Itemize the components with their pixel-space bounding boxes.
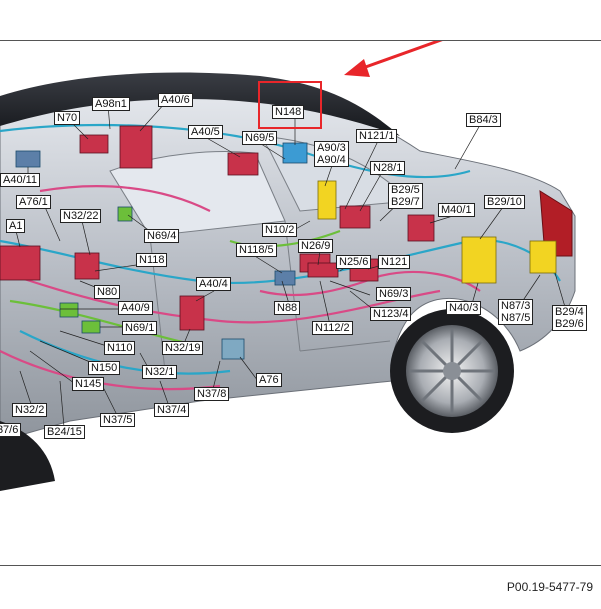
label-n32-22: N32/22	[60, 209, 102, 223]
label-a40-9: A40/9	[118, 301, 153, 315]
label-b24-15: B24/15	[44, 425, 85, 439]
label-n112-2: N112/2	[312, 321, 353, 335]
label-a76: A76	[256, 373, 282, 387]
label-n10-2: N10/2	[262, 223, 298, 237]
label-n40-3: N40/3	[446, 301, 482, 315]
label-b29-5-b29-7: B29/5 B29/7	[388, 183, 423, 209]
label-n37-5: N37/5	[100, 413, 136, 427]
label-a98n1: A98n1	[92, 97, 130, 111]
red-arrow-icon	[344, 41, 443, 77]
label-b29-4: B29/4	[555, 306, 584, 318]
label-b29-10: B29/10	[484, 195, 525, 209]
label-n32-19: N32/19	[162, 341, 204, 355]
label-n87-3-n87-5: N87/3 N87/5	[498, 299, 534, 325]
label-b29-6: B29/6	[555, 318, 584, 330]
label-n69-1: N69/1	[122, 321, 158, 335]
label-n88: N88	[274, 301, 301, 315]
highlight-box	[258, 81, 322, 129]
label-n69-3: N69/3	[376, 287, 412, 301]
label-a40-4: A40/4	[196, 277, 231, 291]
label-n118-5: N118/5	[236, 243, 277, 257]
label-n121: N121	[378, 255, 411, 269]
tail-light	[539, 190, 573, 257]
label-n28-1: N28/1	[370, 161, 406, 175]
label-n110: N110	[104, 341, 136, 355]
label-b29-5: B29/5	[391, 184, 420, 196]
label-a90-3: A90/3	[317, 142, 346, 154]
label-b29-4-b29-6: B29/4 B29/6	[552, 305, 587, 331]
label-b29-7: B29/7	[391, 196, 420, 208]
figure-id: P00.19-5477-79	[506, 580, 593, 594]
label-n150: N150	[88, 361, 121, 375]
car-cutaway-illustration	[0, 72, 576, 491]
label-a40-6: A40/6	[158, 93, 193, 107]
label-a90-4: A90/4	[317, 154, 346, 166]
label-n37-8: N37/8	[194, 387, 230, 401]
label-n123-4: N123/4	[370, 307, 412, 321]
label-n80: N80	[94, 285, 121, 299]
label-a76-1: A76/1	[16, 195, 51, 209]
label-n70: N70	[54, 111, 81, 125]
label-n26-9: N26/9	[298, 239, 334, 253]
label-n69-4: N69/4	[144, 229, 180, 243]
label-n32-1: N32/1	[142, 365, 178, 379]
label-n87-3: N87/3	[501, 300, 531, 312]
diagram-frame: A98n1 A40/6 N70 N148 B84/3 A40/5 N69/5 N…	[0, 40, 601, 566]
label-n32-2: N32/2	[12, 403, 48, 417]
label-n118: N118	[136, 253, 168, 267]
label-m40-1: M40/1	[438, 203, 475, 217]
label-n25-6: N25/6	[336, 255, 372, 269]
label-a40-5: A40/5	[188, 125, 223, 139]
label-a90-3-a90-4: A90/3 A90/4	[314, 141, 349, 167]
label-n121-1: N121/1	[356, 129, 398, 143]
car-roof	[0, 72, 400, 136]
label-a1: A1	[6, 219, 26, 233]
label-n145: N145	[72, 377, 105, 391]
label-n37-6: N37/6	[0, 423, 22, 437]
label-b84-3: B84/3	[466, 113, 501, 127]
label-n87-5: N87/5	[501, 312, 531, 324]
label-n148: N148	[272, 105, 305, 119]
label-n37-4: N37/4	[154, 403, 190, 417]
label-a40-11: A40/11	[0, 173, 41, 187]
label-n69-5: N69/5	[242, 131, 278, 145]
